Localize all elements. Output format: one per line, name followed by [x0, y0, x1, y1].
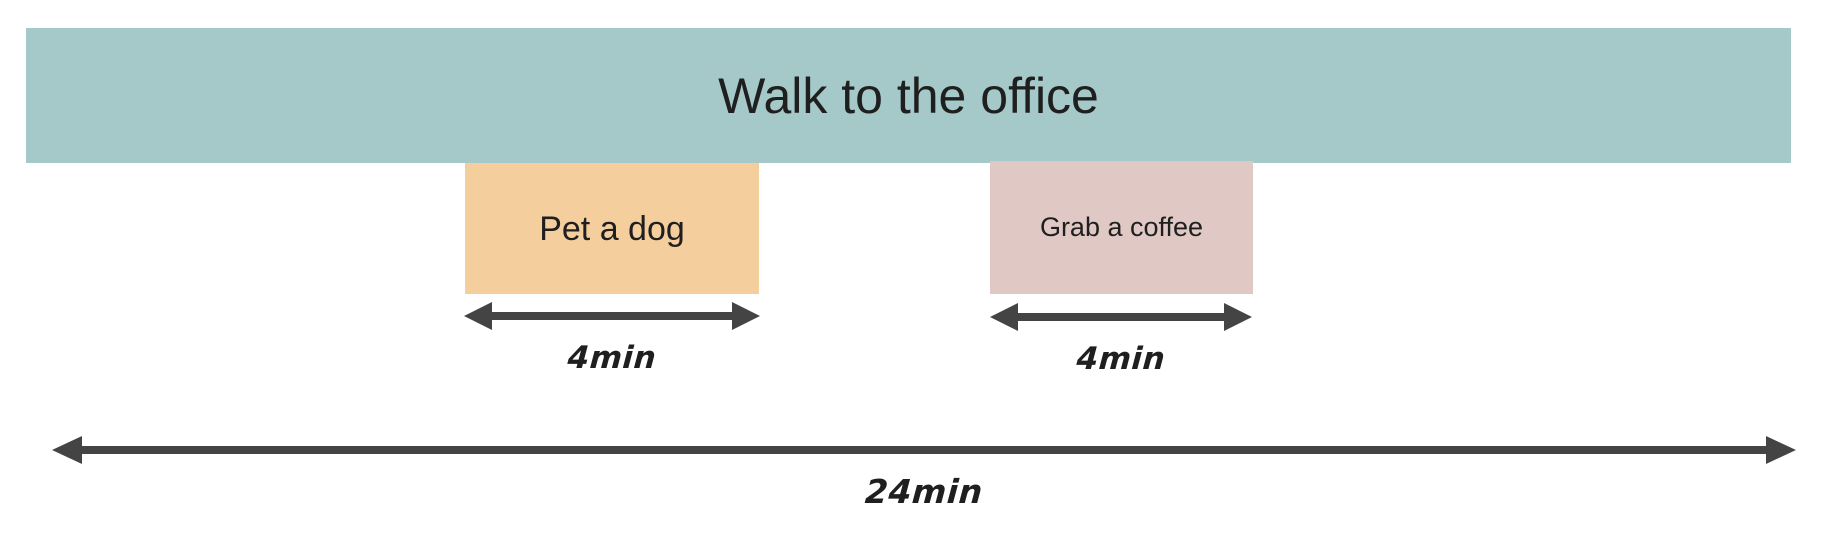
- duration-label-grab-a-coffee: 4min: [1075, 341, 1167, 377]
- duration-arrow-total: [50, 434, 1798, 468]
- task-label-grab-a-coffee: Grab a coffee: [1039, 212, 1204, 242]
- task-bar-grab-a-coffee[interactable]: Grab a coffee: [990, 161, 1253, 294]
- task-label-walk-to-office: Walk to the office: [718, 67, 1099, 124]
- duration-label-total: 24min: [863, 472, 985, 511]
- double-headed-arrow-icon: [52, 436, 1796, 464]
- task-label-pet-a-dog: Pet a dog: [539, 209, 685, 248]
- duration-label-pet-a-dog: 4min: [566, 340, 658, 376]
- task-bar-walk-to-office[interactable]: Walk to the office: [26, 28, 1791, 163]
- double-headed-arrow-icon: [464, 302, 760, 330]
- task-bar-pet-a-dog[interactable]: Pet a dog: [465, 163, 759, 294]
- double-headed-arrow-icon: [990, 303, 1252, 331]
- duration-arrow-grab-a-coffee: [988, 301, 1254, 335]
- duration-arrow-pet-a-dog: [462, 300, 762, 334]
